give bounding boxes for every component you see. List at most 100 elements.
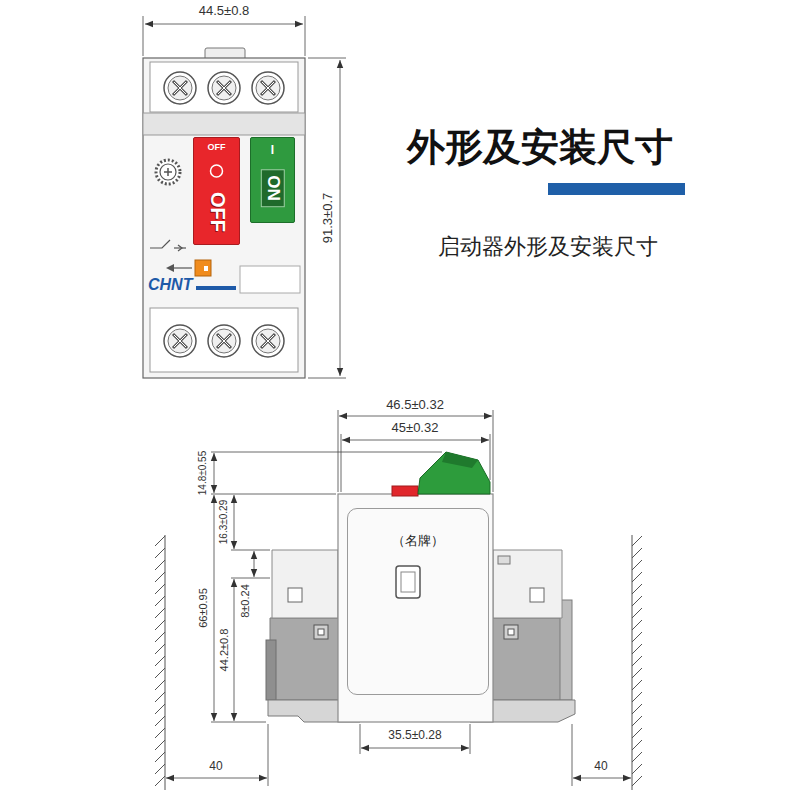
dimension-lines bbox=[211, 722, 266, 723]
starter-front-view bbox=[143, 48, 305, 378]
adjust-dial bbox=[164, 168, 172, 176]
page-title: 外形及安装尺寸 bbox=[407, 126, 673, 170]
title-underline-bar bbox=[548, 183, 685, 195]
starter-side-view bbox=[498, 556, 510, 564]
dimension-lines bbox=[254, 551, 255, 577]
trip-indicator bbox=[204, 266, 208, 271]
mounting-wall bbox=[632, 536, 642, 786]
subtitle: 启动器外形及安装尺寸 bbox=[438, 234, 658, 259]
mounting-wall bbox=[155, 536, 165, 786]
dimension-lines bbox=[360, 724, 361, 754]
brand-bar bbox=[196, 286, 236, 290]
off-button-text: OFF bbox=[205, 192, 228, 232]
off-button-text: OFF bbox=[208, 142, 226, 152]
starter-side-view bbox=[442, 452, 478, 468]
starter-side-view bbox=[504, 625, 518, 639]
dimension-lines bbox=[308, 58, 346, 59]
dimension-lines bbox=[470, 724, 471, 754]
starter-front-view bbox=[164, 72, 196, 104]
on-button: I ON bbox=[250, 137, 295, 223]
starter-side-view bbox=[493, 550, 562, 618]
starter-front-view bbox=[164, 325, 196, 357]
switch-symbol bbox=[178, 245, 182, 251]
nameplate-text: （名牌） bbox=[392, 534, 444, 549]
starter-side-view bbox=[314, 625, 328, 639]
on-button-text: ON bbox=[261, 169, 285, 207]
starter-front-view bbox=[150, 308, 298, 372]
dimension-lines bbox=[166, 778, 267, 779]
starter-front-view bbox=[252, 325, 284, 357]
dimension-label: 44.5±0.8 bbox=[199, 4, 250, 19]
dimension-lines bbox=[305, 16, 306, 56]
dimension-label: 14.8±0.55 bbox=[197, 451, 209, 495]
starter-front-view bbox=[208, 72, 240, 104]
switch-symbol bbox=[150, 240, 170, 248]
starter-side-view bbox=[508, 629, 514, 635]
dimension-label: 91.3±0.7 bbox=[321, 193, 336, 244]
starter-side-view bbox=[530, 588, 544, 602]
starter-front-view bbox=[208, 325, 240, 357]
button-indicator bbox=[211, 165, 223, 177]
dimension-lines bbox=[338, 410, 339, 492]
dimension-label: 66±0.95 bbox=[197, 588, 210, 628]
starter-side-view bbox=[288, 588, 302, 602]
adjust-dial bbox=[156, 160, 180, 184]
adjust-dial bbox=[156, 160, 180, 184]
dimension-label: 46.5±0.32 bbox=[386, 398, 444, 413]
switch-symbol bbox=[150, 240, 186, 251]
dimension-label: 45±0.32 bbox=[392, 421, 439, 436]
dimension-lines bbox=[340, 60, 341, 376]
dimension-label: 8±0.24 bbox=[239, 584, 252, 618]
dimension-label: 40 bbox=[594, 760, 607, 774]
starter-side-view bbox=[401, 572, 415, 592]
dimension-lines bbox=[342, 440, 489, 441]
blank-label-plate bbox=[240, 266, 300, 293]
starter-side-view bbox=[396, 566, 420, 598]
dimension-lines bbox=[490, 434, 491, 480]
dimension-lines bbox=[234, 495, 235, 549]
dimension-lines bbox=[572, 724, 573, 786]
trip-indicator bbox=[166, 264, 174, 272]
dimension-lines bbox=[341, 434, 342, 492]
trip-indicator bbox=[166, 260, 211, 276]
dimension-lines bbox=[268, 724, 269, 786]
dimension-lines bbox=[234, 579, 235, 721]
dimension-lines bbox=[211, 494, 336, 495]
starter-front-view bbox=[143, 58, 305, 378]
dimension-lines bbox=[231, 578, 270, 579]
dimension-lines bbox=[145, 24, 303, 25]
dimension-lines bbox=[573, 778, 631, 779]
nameplate: （名牌） bbox=[347, 508, 489, 695]
starter-side-view bbox=[318, 629, 324, 635]
starter-front-view bbox=[143, 113, 305, 135]
mounting-wall bbox=[632, 535, 633, 790]
brand-logo: CHNT bbox=[148, 276, 192, 294]
blank-label-plate bbox=[240, 266, 300, 293]
dimension-lines bbox=[143, 16, 144, 56]
dimension-lines bbox=[493, 410, 494, 492]
dimension-lines bbox=[339, 416, 492, 417]
off-button: OFF OFF bbox=[193, 137, 240, 245]
starter-side-view bbox=[418, 452, 490, 494]
title-underline-bar bbox=[548, 183, 685, 195]
adjust-dial bbox=[160, 164, 176, 180]
dimension-lines bbox=[361, 748, 469, 749]
starter-side-view bbox=[266, 452, 575, 722]
starter-side-view bbox=[338, 494, 493, 722]
starter-front-view bbox=[150, 62, 298, 112]
trip-indicator bbox=[195, 260, 211, 276]
switch-symbol bbox=[174, 247, 186, 248]
starter-front-view bbox=[252, 72, 284, 104]
dimension-lines bbox=[214, 495, 215, 721]
dimension-label: 44.2±0.8 bbox=[218, 629, 231, 672]
dimension-lines bbox=[214, 453, 215, 493]
dimension-label: 40 bbox=[209, 760, 222, 774]
starter-side-view bbox=[272, 550, 338, 618]
dimension-lines bbox=[231, 550, 270, 551]
starter-side-view bbox=[266, 640, 276, 700]
starter-side-view bbox=[392, 486, 418, 496]
trip-indicator bbox=[172, 267, 192, 268]
dimension-label: 35.5±0.28 bbox=[388, 729, 441, 743]
on-button-text: I bbox=[271, 144, 274, 158]
dimension-lines bbox=[211, 452, 442, 453]
